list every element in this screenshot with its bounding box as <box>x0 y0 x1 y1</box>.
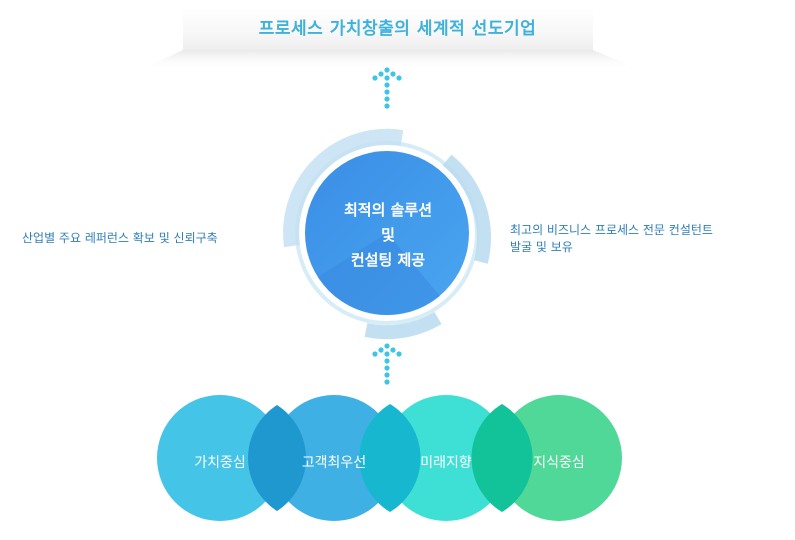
title-shadow <box>140 50 640 70</box>
venn-circle-knowledge <box>496 395 622 521</box>
venn-label-future: 미래지향 <box>420 455 472 471</box>
center-ring <box>283 128 492 340</box>
arrow-up-bottom <box>372 343 402 385</box>
venn-label-value: 가치중심 <box>194 455 246 471</box>
center-facet <box>318 233 440 316</box>
left-note: 산업별 주요 레퍼런스 확보 및 신뢰구축 <box>22 231 218 245</box>
venn-group <box>157 395 622 521</box>
venn-circle-value <box>157 395 283 521</box>
right-note: 최고의 비즈니스 프로세스 전문 컨설턴트 발굴 및 보유 <box>510 222 770 256</box>
center-line-1: 최적의 솔루션 <box>343 201 433 219</box>
venn-label-knowledge: 지식중심 <box>533 455 585 471</box>
right-note-line-1: 최고의 비즈니스 프로세스 전문 컨설턴트 <box>510 223 713 237</box>
center-line-2: 및 <box>381 226 395 244</box>
right-note-line-2: 발굴 및 보유 <box>510 240 573 254</box>
venn-circle-customer <box>271 395 397 521</box>
venn-overlap-3 <box>471 404 533 512</box>
page-title: 프로세스 가치창출의 세계적 선도기업 <box>258 19 537 39</box>
center-circle <box>305 151 469 315</box>
center-label: 최적의 솔루션 및 컨설팅 제공 <box>318 198 458 273</box>
venn-overlap-1 <box>248 405 306 511</box>
center-line-3: 컨설팅 제공 <box>350 251 426 269</box>
venn-circle-future <box>383 395 509 521</box>
venn-label-customer: 고객최우선 <box>301 455 367 471</box>
title-band <box>183 8 593 50</box>
arrow-up-top <box>372 67 402 109</box>
venn-overlap-2 <box>359 404 421 512</box>
